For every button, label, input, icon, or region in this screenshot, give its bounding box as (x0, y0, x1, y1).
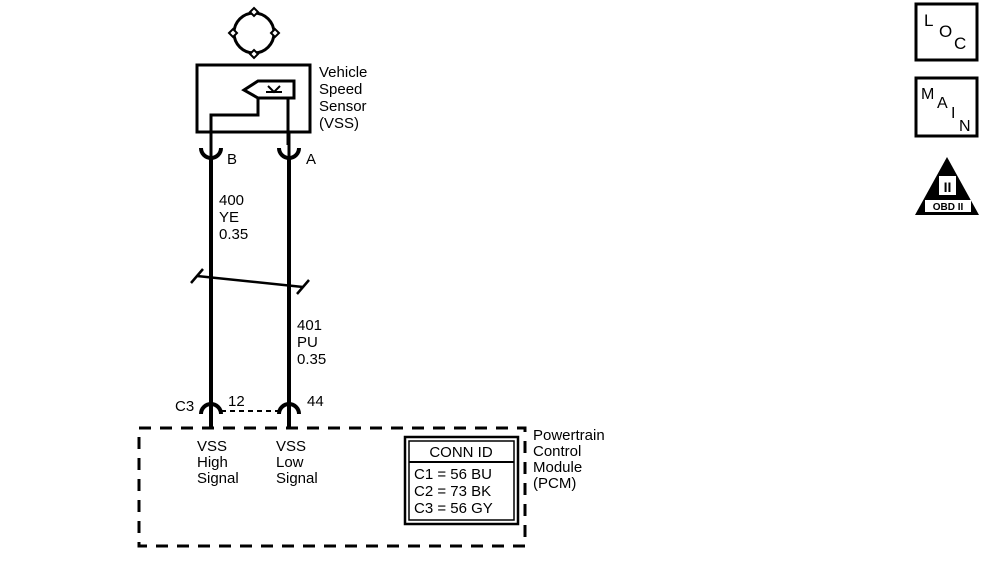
pin-b-connector (199, 132, 223, 160)
pcm-connector-label: C3 (175, 398, 194, 415)
conn-id-row: C3 = 56 GY (414, 500, 493, 517)
svg-text:C: C (954, 34, 966, 53)
vss-low-signal-label: VSS Low Signal (276, 438, 318, 487)
pin-a-connector (277, 132, 301, 160)
conn-id-header: CONN ID (429, 444, 493, 461)
vss-high-signal-label: VSS High Signal (197, 438, 239, 487)
svg-text:M: M (921, 86, 934, 103)
svg-text:I: I (951, 105, 955, 122)
svg-text:A: A (937, 95, 948, 112)
pcm-pin-44-label: 44 (307, 393, 324, 410)
pcm-pin-44-connector (277, 402, 301, 428)
wire-right-label: 401 PU 0.35 (297, 317, 326, 368)
sensor-element-icon (241, 79, 296, 100)
svg-text:OBD II: OBD II (933, 202, 964, 213)
svg-text:O: O (939, 22, 952, 41)
svg-text:N: N (959, 118, 971, 135)
pcm-pin-12-label: 12 (228, 393, 245, 410)
svg-text:II: II (944, 179, 952, 195)
obd-ii-icon[interactable]: II OBD II (915, 157, 979, 215)
sensor-symbol-icon (227, 6, 281, 60)
conn-id-row: C1 = 56 BU (414, 466, 492, 483)
wire-left-label: 400 YE 0.35 (219, 192, 248, 243)
sensor-box (195, 63, 312, 134)
pin-a-label: A (306, 151, 316, 168)
pcm-title: Powertrain Control Module (PCM) (533, 427, 609, 492)
pcm-box (137, 426, 527, 548)
conn-id-row: C2 = 73 BK (414, 483, 491, 500)
svg-text:L: L (924, 11, 933, 30)
pcm-pin-12-connector (199, 402, 223, 428)
main-icon[interactable]: M A I N (914, 76, 979, 138)
loc-icon[interactable]: L O C (914, 2, 979, 62)
sensor-title: Vehicle Speed Sensor (VSS) (319, 64, 372, 132)
pin-b-label: B (227, 151, 237, 168)
conn-id-table: CONN ID C1 = 56 BU C2 = 73 BK C3 = 56 GY (403, 435, 520, 526)
twisted-pair-indicator (190, 268, 310, 295)
